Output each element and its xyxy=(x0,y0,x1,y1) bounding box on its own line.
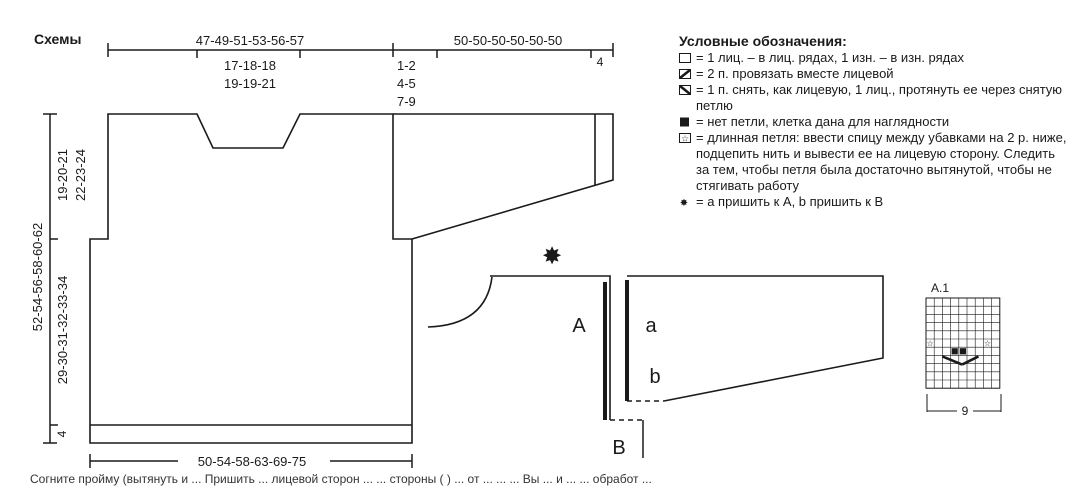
collar-piece-A xyxy=(490,275,611,420)
chart-name: A.1 xyxy=(931,281,949,295)
bottom-instructions: Согните пройму (вытянуть и ... Пришить .… xyxy=(30,472,652,486)
sleeve-top-dimension xyxy=(393,43,614,58)
legend: Условные обозначения: = 1 лиц. – в лиц. … xyxy=(679,33,1069,210)
chart-skpo-mark xyxy=(961,355,980,366)
sleeve-length-label: 50-50-50-50-50-50 xyxy=(454,33,562,48)
armhole-height-label-1: 19-20-21 xyxy=(55,149,70,201)
chart-frame xyxy=(925,297,1001,389)
sleeve-inc-label-1: 1-2 xyxy=(397,58,416,73)
k2tog-icon xyxy=(679,69,691,79)
piece-label-A: A xyxy=(572,315,586,337)
legend-title: Условные обозначения: xyxy=(679,33,847,49)
chart-k2tog-mark xyxy=(941,355,963,366)
chart-width-label: 9 xyxy=(962,404,969,418)
neck-width-label-1: 17-18-18 xyxy=(224,58,276,73)
body-bottom-width-label: 50-54-58-63-69-75 xyxy=(198,454,306,469)
ribbing-height-label: 4 xyxy=(55,430,69,437)
body-bottom-dimension xyxy=(89,454,413,468)
legend-item-long-loop: ☆ = длинная петля: ввести спицу между уб… xyxy=(679,130,1067,193)
skpo-icon xyxy=(679,85,691,95)
collar-piece-a xyxy=(627,275,884,402)
body-outline xyxy=(89,113,413,444)
neck-width-label-2: 19-19-21 xyxy=(224,76,276,91)
legend-item-k2tog: = 2 п. провязать вместе лицевой xyxy=(679,66,1069,82)
piece-label-B: B xyxy=(612,437,625,459)
legend-item-skpo: = 1 п. снять, как лицевую, 1 лиц., протя… xyxy=(679,82,1069,114)
svg-text:✸: ✸ xyxy=(680,198,688,207)
empty-square-icon xyxy=(679,53,691,63)
side-height-label: 29-30-31-32-33-34 xyxy=(55,276,70,384)
legend-item-sew: ✸ = а пришить к А, b пришить к В xyxy=(679,194,884,209)
star-icon: ✸ xyxy=(542,243,562,270)
chart-long-loop-icon: ☆ xyxy=(927,339,934,348)
chart-no-stitch-cell xyxy=(959,348,966,355)
piece-label-a: a xyxy=(645,315,657,337)
star-icon: ✸ xyxy=(680,198,688,207)
body-height-dimension xyxy=(43,113,58,444)
schematic-title: Схемы xyxy=(34,31,81,47)
collar-curve xyxy=(427,276,493,328)
legend-item-knit: = 1 лиц. – в лиц. рядах, 1 изн. – в изн.… xyxy=(679,50,1069,66)
body-total-height-label: 52-54-56-58-60-62 xyxy=(30,223,45,331)
sleeve-outline xyxy=(393,113,614,240)
svg-text:☆: ☆ xyxy=(681,135,689,144)
black-square-icon xyxy=(680,117,689,127)
chart-grid: ☆☆ xyxy=(925,297,1001,389)
sleeve-inc-label-2: 4-5 xyxy=(397,76,416,91)
sleeve-inc-label-3: 7-9 xyxy=(397,94,416,109)
armhole-height-label-2: 22-23-24 xyxy=(73,149,88,201)
body-top-width-label: 47-49-51-53-56-57 xyxy=(196,33,304,48)
piece-label-b: b xyxy=(649,366,660,388)
legend-item-no-stitch: = нет петли, клетка дана для наглядности xyxy=(679,114,1069,130)
star-square-icon: ☆ xyxy=(679,133,691,143)
chart-width-dimension xyxy=(926,394,1002,412)
sleeve-cuff-label: 4 xyxy=(597,55,604,69)
chart-no-stitch-cell xyxy=(951,348,958,355)
chart-long-loop-icon: ☆ xyxy=(984,339,991,348)
